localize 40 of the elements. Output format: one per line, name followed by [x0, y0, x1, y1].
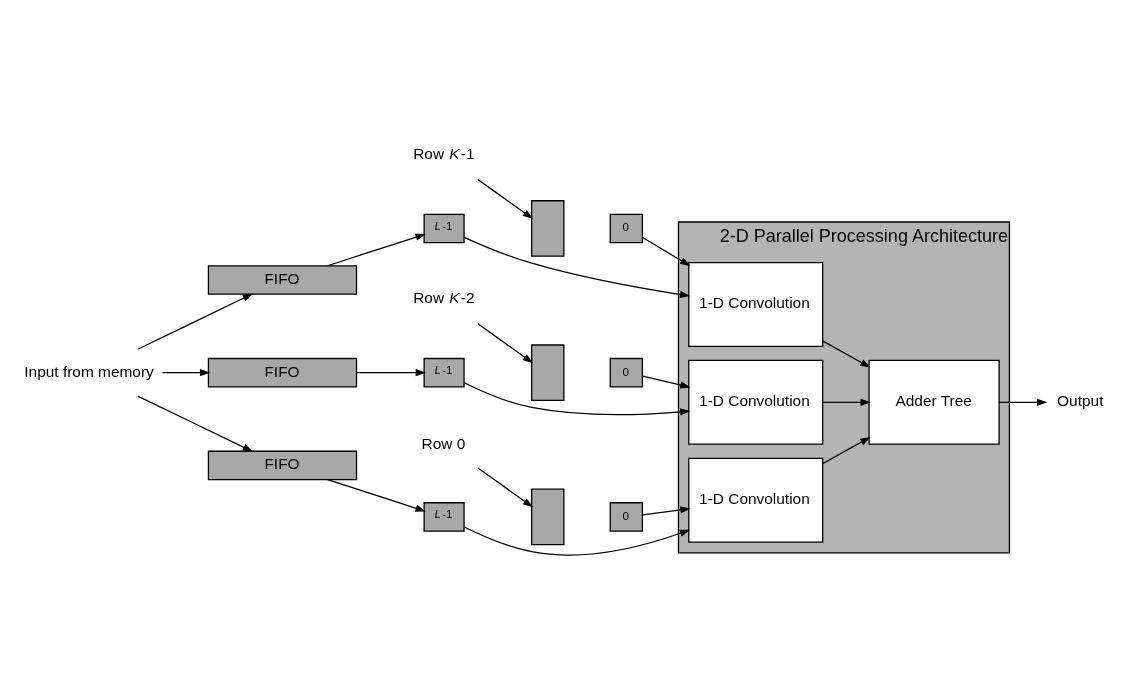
node-box: [531, 200, 565, 257]
node-box: L-1: [423, 357, 465, 388]
node-box: FIFO: [207, 265, 358, 295]
node-text: Row 0: [421, 434, 466, 452]
arrow: [463, 526, 691, 556]
arrow: [477, 323, 534, 364]
node-box: FIFO: [207, 357, 358, 388]
arrow: [477, 178, 534, 219]
node-text: Row K-2: [413, 289, 475, 307]
node-box: L-1: [423, 502, 465, 532]
arrow: [822, 340, 871, 368]
arrow: [477, 467, 534, 508]
arrow: [137, 395, 254, 452]
node-text: Row K-1: [413, 145, 475, 163]
arrow: [356, 369, 426, 377]
node-box: 1-D Convolution: [688, 457, 824, 543]
node-box: 0: [609, 357, 644, 388]
arrow: [327, 478, 426, 512]
arrow: [998, 398, 1048, 406]
node-box: [531, 344, 565, 401]
arrow: [822, 398, 871, 406]
arrow: [327, 233, 426, 267]
arrow: [161, 369, 211, 377]
arrow: [463, 236, 691, 299]
arrow: [642, 375, 691, 389]
node-box: Adder Tree: [868, 359, 1000, 445]
node-box: FIFO: [207, 450, 358, 481]
node-box: 1-D Convolution: [688, 359, 824, 445]
arrow: [642, 506, 691, 516]
node-text: Output: [1057, 392, 1104, 410]
arrow: [137, 293, 254, 350]
arrow: [463, 382, 691, 416]
arrow: [642, 236, 691, 267]
node-box: 0: [609, 213, 644, 244]
node-text: Input from memory: [24, 362, 154, 380]
arrow: [822, 437, 871, 465]
node-box: [531, 488, 565, 546]
node-box: 0: [609, 502, 644, 532]
node-box: L-1: [423, 213, 465, 244]
node-box: 1-D Convolution: [688, 261, 824, 347]
